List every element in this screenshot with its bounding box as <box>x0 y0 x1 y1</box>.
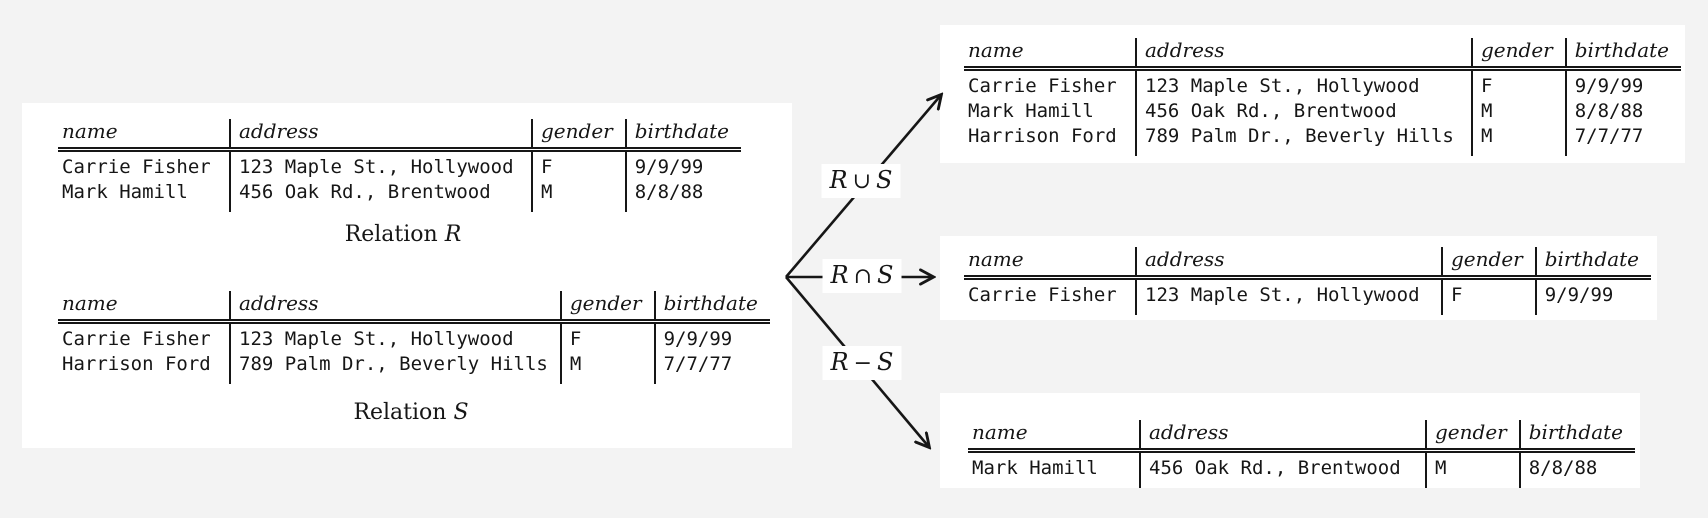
intersection-result-panel: name address gender birthdate Carrie Fis… <box>940 236 1657 320</box>
column-header-birthdate: birthdate <box>1518 420 1635 453</box>
table-cell: 7/7/77 <box>1564 124 1681 156</box>
table-row: Harrison Ford 789 Palm Dr., Beverly Hill… <box>58 352 770 384</box>
table-cell: 456 Oak Rd., Brentwood <box>229 180 532 212</box>
table-cell: 456 Oak Rd., Brentwood <box>1135 99 1472 124</box>
table-cell: Carrie Fisher <box>62 328 211 350</box>
table-cell: F <box>1471 68 1566 99</box>
table-cell: 123 Maple St., Hollywood <box>1135 68 1472 99</box>
intersection-operator: ∩ <box>853 264 873 289</box>
relation-s-table: name address gender birthdate Carrie Fis… <box>58 291 770 384</box>
source-relations-panel: name address gender birthdate Carrie Fis… <box>22 103 792 448</box>
union-result-panel: name address gender birthdate Carrie Fis… <box>940 25 1685 163</box>
table-row: Carrie Fisher 123 Maple St., Hollywood F… <box>58 321 770 352</box>
difference-operator: − <box>853 351 873 376</box>
union-operation-label: R∪S <box>821 164 901 198</box>
table-cell: 9/9/99 <box>1534 277 1651 315</box>
operand-s: S <box>877 348 894 376</box>
operand-r: R <box>829 166 848 194</box>
table-cell: 789 Palm Dr., Beverly Hills <box>229 352 561 384</box>
operand-s: S <box>876 166 893 194</box>
column-header-birthdate: birthdate <box>1534 247 1651 280</box>
table-cell: 9/9/99 <box>653 321 770 352</box>
column-header-name: name <box>964 38 1136 71</box>
column-header-gender: gender <box>531 119 626 152</box>
table-row: Mark Hamill 456 Oak Rd., Brentwood M 8/8… <box>968 450 1635 488</box>
intersection-header-row: name address gender birthdate <box>964 247 1651 280</box>
table-cell: Carrie Fisher <box>968 284 1117 306</box>
intersection-result-table: name address gender birthdate Carrie Fis… <box>964 247 1651 315</box>
intersection-operation-label: R∩S <box>822 259 902 293</box>
union-header-row: name address gender birthdate <box>964 38 1681 71</box>
table-cell: M <box>1471 124 1566 156</box>
table-cell: 123 Maple St., Hollywood <box>229 321 561 352</box>
table-cell: Mark Hamill <box>62 181 188 203</box>
table-cell: 123 Maple St., Hollywood <box>229 149 532 180</box>
caption-text: Relation <box>344 222 438 247</box>
operand-r: R <box>830 261 849 289</box>
table-cell: Carrie Fisher <box>968 75 1117 97</box>
table-cell: 8/8/88 <box>1518 450 1635 488</box>
table-cell: 9/9/99 <box>624 149 741 180</box>
table-cell: M <box>1425 450 1520 488</box>
caption-variable: S <box>453 400 469 425</box>
relation-r-header-row: name address gender birthdate <box>58 119 741 152</box>
column-header-address: address <box>1135 247 1442 280</box>
column-header-address: address <box>1135 38 1472 71</box>
union-result-table: name address gender birthdate Carrie Fis… <box>964 38 1681 156</box>
column-header-name: name <box>964 247 1136 280</box>
column-header-gender: gender <box>1471 38 1566 71</box>
caption-text: Relation <box>353 400 447 425</box>
column-header-birthdate: birthdate <box>1564 38 1681 71</box>
table-cell: 9/9/99 <box>1564 68 1681 99</box>
table-cell: F <box>531 149 626 180</box>
column-header-birthdate: birthdate <box>653 291 770 324</box>
column-header-address: address <box>229 119 532 152</box>
relation-s-header-row: name address gender birthdate <box>58 291 770 324</box>
table-cell: 456 Oak Rd., Brentwood <box>1139 450 1426 488</box>
operand-r: R <box>830 348 849 376</box>
table-cell: 7/7/77 <box>653 352 770 384</box>
table-row: Mark Hamill 456 Oak Rd., Brentwood M 8/8… <box>964 99 1681 124</box>
column-header-address: address <box>229 291 561 324</box>
table-cell: Mark Hamill <box>968 100 1094 122</box>
table-cell: 789 Palm Dr., Beverly Hills <box>1135 124 1472 156</box>
column-header-name: name <box>968 420 1140 453</box>
table-row: Mark Hamill 456 Oak Rd., Brentwood M 8/8… <box>58 180 741 212</box>
table-cell: Harrison Ford <box>968 125 1117 147</box>
column-header-gender: gender <box>1425 420 1520 453</box>
table-row: Carrie Fisher 123 Maple St., Hollywood F… <box>58 149 741 180</box>
column-header-birthdate: birthdate <box>624 119 741 152</box>
table-row: Carrie Fisher 123 Maple St., Hollywood F… <box>964 68 1681 99</box>
table-row: Carrie Fisher 123 Maple St., Hollywood F… <box>964 277 1651 315</box>
column-header-gender: gender <box>1441 247 1536 280</box>
table-cell: Carrie Fisher <box>62 156 211 178</box>
column-header-gender: gender <box>559 291 655 324</box>
table-cell: M <box>1471 99 1566 124</box>
table-cell: Harrison Ford <box>62 353 211 375</box>
difference-result-table: name address gender birthdate Mark Hamil… <box>968 420 1635 488</box>
table-row: Harrison Ford 789 Palm Dr., Beverly Hill… <box>964 124 1681 156</box>
column-header-name: name <box>58 119 230 152</box>
union-operator: ∪ <box>852 169 872 194</box>
table-cell: Mark Hamill <box>972 457 1098 479</box>
difference-operation-label: R−S <box>822 346 902 380</box>
column-header-address: address <box>1139 420 1426 453</box>
table-cell: M <box>559 352 655 384</box>
table-cell: F <box>559 321 655 352</box>
relation-r-table: name address gender birthdate Carrie Fis… <box>58 119 741 212</box>
table-cell: 8/8/88 <box>624 180 741 212</box>
operand-s: S <box>877 261 894 289</box>
table-cell: 8/8/88 <box>1564 99 1681 124</box>
difference-result-panel: name address gender birthdate Mark Hamil… <box>940 393 1640 488</box>
table-cell: 123 Maple St., Hollywood <box>1135 277 1442 315</box>
column-header-name: name <box>58 291 230 324</box>
difference-header-row: name address gender birthdate <box>968 420 1635 453</box>
table-cell: M <box>531 180 626 212</box>
table-cell: F <box>1441 277 1536 315</box>
caption-variable: R <box>444 222 462 247</box>
